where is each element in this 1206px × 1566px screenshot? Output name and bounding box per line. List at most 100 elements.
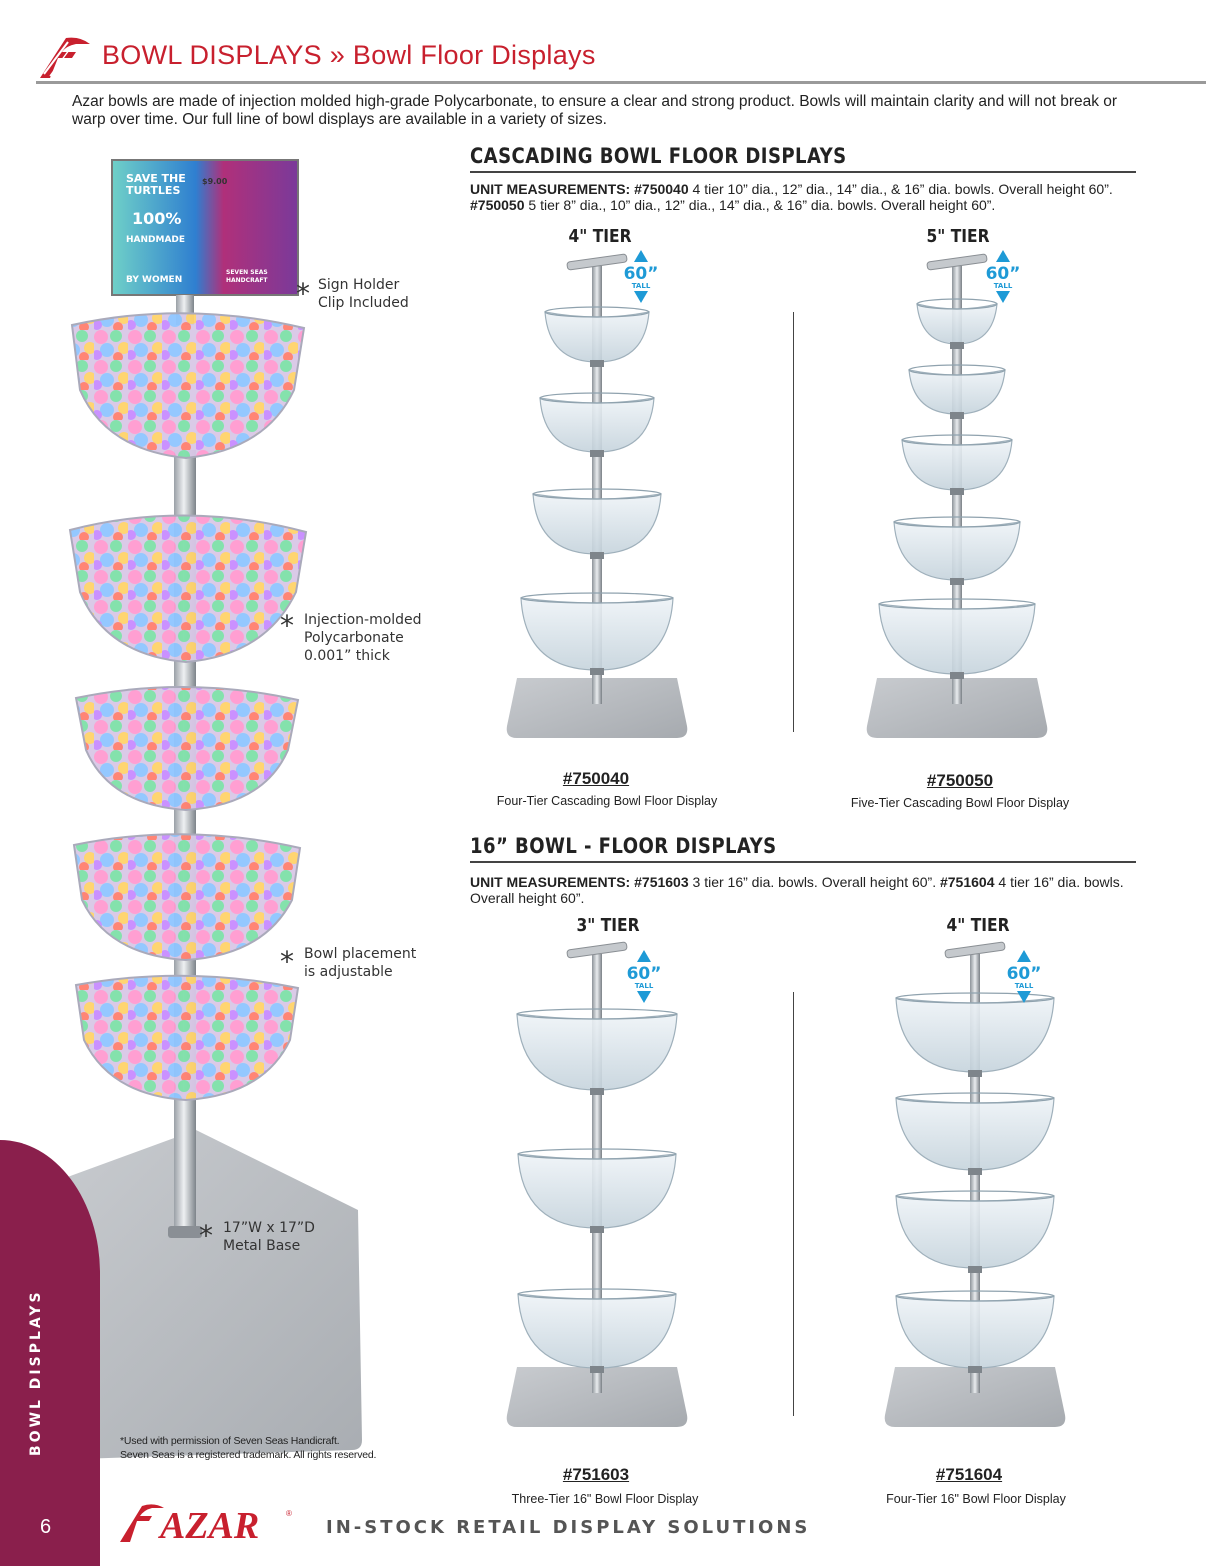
stand-751604-bowl-collar-1 (968, 1070, 982, 1077)
stand-750050-bowl-rim-5 (878, 598, 1036, 610)
stand-751603-bowl-rim-2 (517, 1148, 677, 1160)
stand-750040-sign-clip (566, 253, 628, 271)
stand-750050-bowl-1 (916, 303, 998, 345)
stand-750040-bowl-rim-3 (532, 488, 662, 500)
stand-750050-sign-clip (926, 253, 988, 271)
stand-750050-bowl-rim-1 (916, 298, 998, 310)
stand-750050-down-arrow-icon (996, 291, 1010, 303)
sign-line1: SAVE THE (126, 172, 186, 185)
stand-750050-bowl-rim-3 (901, 434, 1013, 446)
column-divider (793, 992, 794, 1416)
main-product-photo: SAVE THE TURTLES $9.00 100% HANDMADE BY … (32, 159, 362, 1460)
footer-brand: AZAR (158, 1505, 259, 1544)
stand-751604-up-arrow-icon (1017, 950, 1031, 962)
sign-handmade: HANDMADE (126, 235, 185, 245)
azar-logo-icon (40, 37, 90, 78)
page-number: 6 (40, 1516, 52, 1538)
stand-750050-bowl-rim-2 (908, 364, 1006, 376)
stand-750050-bowl-collar-4 (950, 578, 964, 585)
stand-750050-bowl-5 (878, 603, 1036, 675)
header-divider (36, 81, 1206, 84)
callout-sign-holder: Sign Holder Clip Included (318, 277, 409, 311)
callout-polycarbonate: Injection-molded Polycarbonate 0.001” th… (304, 612, 422, 664)
stand-750050-badge-value: 60” (986, 264, 1021, 284)
azar-footer-logo: AZAR ® (120, 1504, 292, 1544)
stand-750040-up-arrow-icon (634, 250, 648, 262)
permission-note: *Used with permission of Seven Seas Hand… (120, 1435, 377, 1461)
stand-750040-pole (592, 266, 602, 704)
tier-label-750040: 4" TIER (568, 226, 632, 247)
stand-751603-badge-value: 60” (627, 964, 662, 984)
stand-750040-bowl-2 (539, 397, 655, 453)
tier-label-751604: 4" TIER (946, 915, 1010, 936)
stand-751603-badge-label: TALL (635, 982, 654, 990)
stand-750040-bowl-4 (520, 597, 674, 671)
bowl-4 (72, 833, 302, 962)
stand-751604-badge-value: 60” (1007, 964, 1042, 984)
bowl-1 (70, 312, 306, 460)
callout-asterisk: * (280, 609, 294, 642)
sixteen-measurements: UNIT MEASUREMENTS: #751603 3 tier 16” di… (470, 874, 1124, 906)
product-desc-751603: Three-Tier 16" Bowl Floor Display (511, 1492, 699, 1506)
stand-751604-bowl-collar-2 (968, 1168, 982, 1175)
sidebar-tab (0, 1140, 100, 1566)
product-desc-750040: Four-Tier Cascading Bowl Floor Display (496, 794, 718, 808)
stand-751603-bowl-collar-1 (590, 1088, 604, 1095)
stand-750040-badge-value: 60” (624, 264, 659, 284)
stand-751604-bowl-rim-4 (895, 1290, 1055, 1302)
stand-750050-up-arrow-icon (996, 250, 1010, 262)
stand-750050-bowl-collar-5 (950, 672, 964, 679)
footer-reg: ® (286, 1509, 292, 1518)
stand-751604: 60”TALL (884, 941, 1066, 1427)
stand-751603-down-arrow-icon (637, 991, 651, 1003)
stand-750040-badge-label: TALL (632, 282, 651, 290)
stand-750040-bowl-collar-3 (590, 552, 604, 559)
product-number-750040[interactable]: #750040 (562, 769, 630, 788)
product-desc-751604: Four-Tier 16" Bowl Floor Display (886, 1492, 1066, 1506)
stand-750040: 60”TALL (506, 250, 688, 738)
sign-brand2: HANDCRAFT (226, 277, 268, 284)
stand-750040-bowl-collar-4 (590, 668, 604, 675)
callout-asterisk: * (280, 945, 294, 978)
stand-751604-base (884, 1367, 1066, 1427)
stand-750050-base (866, 678, 1048, 738)
stand-751604-bowl-rim-1 (895, 992, 1055, 1004)
cascading-section-heading: CASCADING BOWL FLOOR DISPLAYS (470, 144, 1136, 173)
stand-751604-bowl-3 (895, 1195, 1055, 1269)
page-title: BOWL DISPLAYS » Bowl Floor Displays (102, 40, 596, 70)
stand-751604-bowl-4 (895, 1295, 1055, 1369)
stand-750050-badge-label: TALL (994, 282, 1013, 290)
stand-750040-bowl-collar-2 (590, 450, 604, 457)
stand-751604-down-arrow-icon (1017, 991, 1031, 1003)
stand-750040-bowl-rim-2 (539, 392, 655, 404)
stand-750050-bowl-collar-2 (950, 412, 964, 419)
bowl-5 (74, 974, 300, 1102)
stand-751603-bowl-3 (517, 1293, 677, 1369)
sign-line2: TURTLES (126, 184, 180, 197)
cascading-measurements: UNIT MEASUREMENTS: #750040 4 tier 10” di… (470, 181, 1113, 213)
product-desc-750050: Five-Tier Cascading Bowl Floor Display (850, 796, 1070, 810)
stand-751603-bowl-collar-3 (590, 1366, 604, 1373)
stand-751603-bowl-collar-2 (590, 1226, 604, 1233)
product-number-750050[interactable]: #750050 (926, 771, 994, 790)
intro-paragraph: Azar bowls are made of injection molded … (72, 93, 1118, 128)
product-number-751604[interactable]: #751604 (935, 1465, 1003, 1484)
product-number-751603[interactable]: #751603 (562, 1465, 630, 1484)
stand-750050-bowl-collar-1 (950, 342, 964, 349)
stand-750050-bowl-3 (901, 439, 1013, 491)
sign-women: BY WOMEN (126, 275, 182, 285)
stand-750050: 60”TALL (866, 250, 1048, 738)
stand-751603: 60”TALL (506, 941, 688, 1427)
stand-751604-bowl-collar-3 (968, 1266, 982, 1273)
sign-percent: 100% (132, 209, 181, 228)
tier-label-750050: 5" TIER (926, 226, 990, 247)
stand-751604-bowl-2 (895, 1097, 1055, 1171)
stand-751603-sign-clip (566, 941, 628, 959)
stand-751603-base (506, 1367, 688, 1427)
bowl-2 (68, 514, 308, 664)
stand-751604-bowl-collar-4 (968, 1366, 982, 1373)
stand-750040-bowl-collar-1 (590, 360, 604, 367)
callout-asterisk: * (296, 277, 310, 310)
stand-751603-bowl-1 (516, 1013, 678, 1091)
